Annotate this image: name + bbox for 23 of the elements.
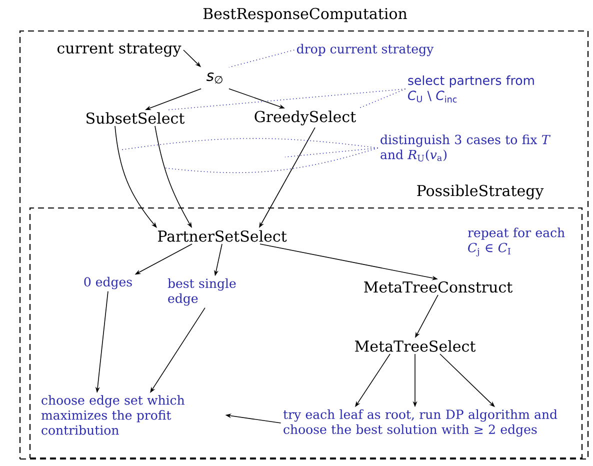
annotation-text: drop current strategy	[297, 44, 434, 56]
annotation-text: repeat for each C$_{j}$ ∈ C$_{I}$	[468, 228, 565, 256]
leader-line	[164, 148, 378, 174]
step-label: current strategy	[57, 43, 182, 57]
leader-line	[166, 88, 406, 110]
procedure-name: SubsetSelect	[86, 112, 185, 124]
leader-line	[228, 50, 295, 68]
frame-heading: PossibleStrategy	[417, 184, 544, 200]
annotation-text: select partners from C$_{U}$ \ C$_{inc}$	[408, 75, 534, 103]
outcome-text: 0 edges	[84, 276, 132, 290]
step-text: try each leaf as root, run DP algorithm and choose the best solution with ≥ 2 edges	[283, 409, 558, 437]
procedure-name: PartnerSetSelect	[158, 230, 287, 242]
frame-heading: BestResponseComputation	[203, 8, 407, 22]
result-text: choose edge set which maximizes the profit contribution	[41, 395, 184, 435]
procedure-name: MetaTreeSelect	[355, 340, 476, 352]
arrow	[114, 126, 157, 228]
procedure-name: MetaTreeConstruct	[364, 281, 513, 293]
outcome-text: best single edge	[168, 278, 236, 306]
procedure-name: GreedySelect	[254, 110, 356, 126]
state-symbol: s$_{∅}$	[206, 72, 222, 84]
annotation-text: distinguish 3 cases to fix T and R$_{U}$(v$_{a}$)	[380, 134, 550, 162]
leader-line	[358, 88, 406, 109]
leader-line	[284, 148, 378, 158]
